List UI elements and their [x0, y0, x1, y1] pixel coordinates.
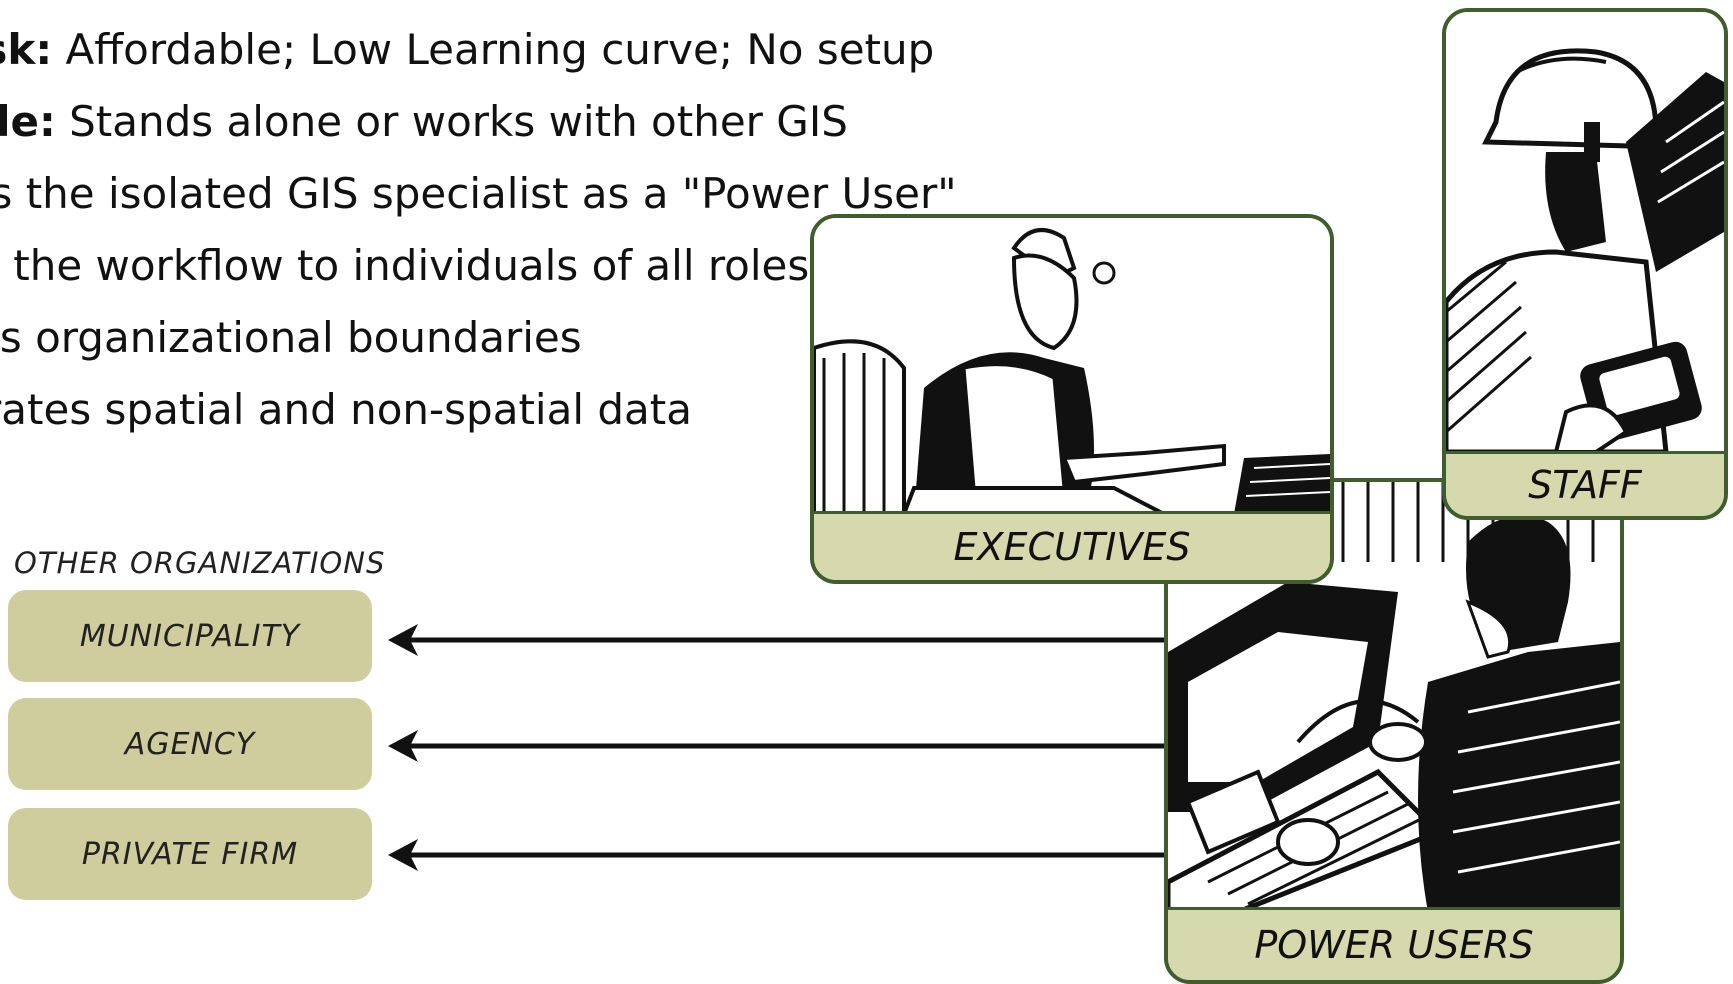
bullet-text: rates spatial and non-spatial data [0, 385, 692, 434]
other-organizations-title: OTHER ORGANIZATIONS [14, 546, 386, 580]
executives-label: EXECUTIVES [814, 511, 1330, 580]
bullet-item: ts the isolated GIS specialist as a "Pow… [0, 158, 957, 230]
bullet-item: s the workflow to individuals of all rol… [0, 230, 957, 302]
bullet-lead: isk: [0, 25, 53, 74]
bullet-item: rates spatial and non-spatial data [0, 374, 957, 446]
bullet-text: ts the isolated GIS specialist as a "Pow… [0, 169, 957, 218]
power-users-label: POWER USERS [1168, 907, 1620, 980]
bullet-text: Stands alone or works with other GIS [69, 97, 848, 146]
executives-card: EXECUTIVES [810, 214, 1334, 584]
executive-illustration [814, 218, 1330, 514]
arrowhead-icon [388, 624, 418, 656]
arrowhead-icon [388, 730, 418, 762]
org-agency: AGENCY [8, 698, 372, 790]
bullet-item: es organizational boundaries [0, 302, 957, 374]
bullet-item: isk: Affordable; Low Learning curve; No … [0, 14, 957, 86]
org-municipality: MUNICIPALITY [8, 590, 372, 682]
staff-label: STAFF [1446, 451, 1724, 516]
bullet-text: Affordable; Low Learning curve; No setup [65, 25, 935, 74]
staff-card: STAFF [1442, 8, 1728, 520]
bullet-text: s the workflow to individuals of all rol… [0, 241, 810, 290]
org-private-firm: PRIVATE FIRM [8, 808, 372, 900]
bullet-item: ble: Stands alone or works with other GI… [0, 86, 957, 158]
arrowhead-icon [388, 839, 418, 871]
feature-bullet-list: isk: Affordable; Low Learning curve; No … [0, 14, 957, 446]
staff-illustration [1446, 12, 1724, 452]
bullet-text: es organizational boundaries [0, 313, 582, 362]
bullet-lead: ble: [0, 97, 56, 146]
